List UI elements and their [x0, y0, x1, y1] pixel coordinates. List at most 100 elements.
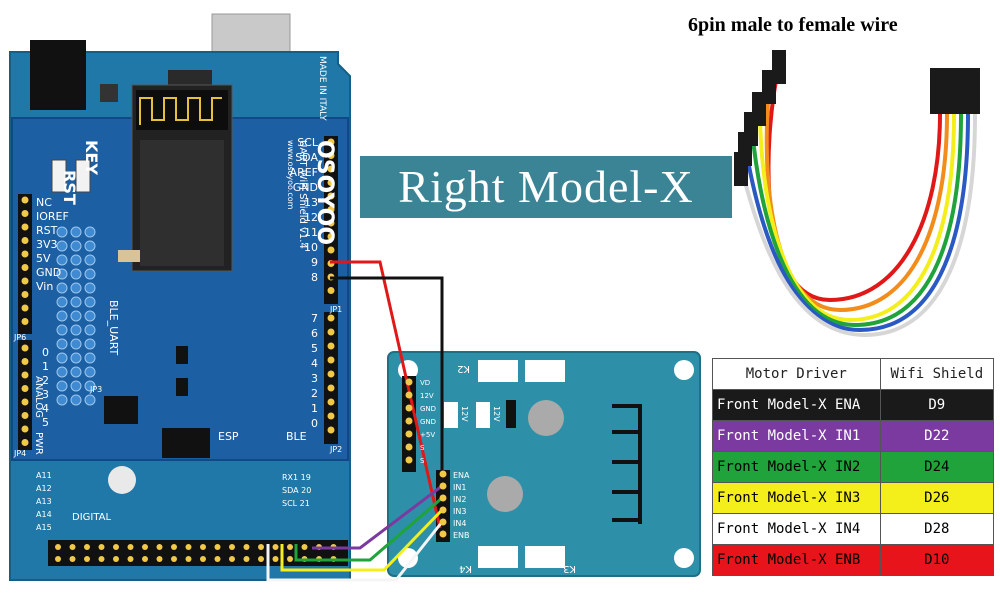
- digital-pin: [156, 544, 163, 550]
- header-pin: [21, 223, 29, 231]
- capacitor: [118, 250, 140, 262]
- analog-pin-label: 0: [42, 346, 49, 359]
- shield-pin-cell: D26: [879, 482, 995, 514]
- shield-pin-cell: D10: [879, 544, 995, 576]
- header-pin: [21, 237, 29, 244]
- header-pin: [327, 412, 335, 420]
- header-pin: [327, 152, 335, 159]
- right-pin-label: 3: [311, 372, 318, 385]
- jumper-label: 12V: [492, 406, 501, 422]
- grid-pin: [70, 254, 82, 266]
- digital-pin: [214, 556, 221, 562]
- left-pin-label: 5V: [36, 252, 51, 265]
- driver-signal-pin: [439, 506, 447, 514]
- right-pin-label: 8: [311, 271, 318, 284]
- grid-pin: [84, 254, 96, 266]
- wire-ena: [330, 276, 444, 472]
- header-label: JP1: [329, 305, 342, 314]
- header-pin: [327, 219, 335, 227]
- grid-pin: [84, 394, 96, 406]
- analog-pin-label: 2: [42, 374, 49, 387]
- grid-pin: [70, 282, 82, 294]
- digital-pin: [127, 544, 134, 550]
- driver-chip: [487, 476, 523, 512]
- heat-sink: [612, 404, 642, 524]
- female-connector: [930, 68, 980, 114]
- driver-signal-label: IN1: [453, 483, 466, 492]
- grid-pin: [56, 366, 68, 378]
- grid-pin: [70, 268, 82, 280]
- grid-pin: [84, 268, 96, 280]
- grid-pin: [70, 296, 82, 308]
- digital-pin: [171, 556, 177, 562]
- male-pins: [734, 50, 786, 186]
- digital-pin: [229, 544, 235, 550]
- driver-signal-pin: [439, 518, 447, 526]
- header-pin: [327, 356, 335, 364]
- header-pin: [21, 304, 29, 312]
- header-pin: [21, 250, 29, 258]
- grid-pin: [84, 352, 96, 364]
- transistor: [176, 378, 188, 396]
- digital-pin: [113, 556, 119, 562]
- wires: [266, 260, 444, 582]
- left-pin-label: RST: [36, 224, 58, 237]
- right-pin-label: 7: [311, 312, 318, 325]
- header-pin: [21, 318, 29, 325]
- header-pin: [327, 138, 335, 146]
- digital-pin: [214, 544, 221, 550]
- digital-pin: [243, 544, 250, 550]
- right-pin-label: GND: [293, 181, 318, 194]
- shield-pin-cell: D9: [879, 389, 995, 421]
- shield-pin-cell: D24: [879, 451, 995, 483]
- driver-power-label: +5V: [420, 431, 435, 439]
- grid-pin: [56, 268, 68, 280]
- right-pin-label: AREF: [290, 166, 318, 179]
- driver-pin-cell: Front Model-X ENA: [712, 389, 881, 421]
- grid-pin: [84, 226, 96, 238]
- digital-pin: [127, 556, 134, 562]
- header-pin: [21, 277, 29, 285]
- driver-pin-cell: Front Model-X IN3: [712, 482, 881, 514]
- digital-header: [48, 540, 348, 566]
- driver-power-pin: [405, 378, 413, 386]
- comm-pin-label: SCL 21: [282, 499, 310, 508]
- wire-enb: [330, 260, 442, 529]
- header-pin: [21, 425, 29, 433]
- analog-pin-label: 5: [42, 416, 49, 429]
- header-pin: [327, 246, 335, 254]
- shield-labels: RST KEY OSOYOO UART WiFi Shield v1.4 www…: [33, 56, 337, 523]
- key-button: [75, 159, 91, 193]
- driver-connector-labels: K1 K2 K3 K4 12V 12V: [457, 363, 576, 574]
- grid-pin: [84, 282, 96, 294]
- pwr-label: PWR: [33, 432, 44, 455]
- right-pin-label: SCL: [297, 136, 319, 149]
- driver-pin-cell: Front Model-X IN2: [712, 451, 881, 483]
- grid-pin: [70, 324, 82, 336]
- right-pin-label: 10: [304, 241, 318, 254]
- digital-pin: [200, 556, 206, 562]
- esp-antenna: [136, 90, 228, 130]
- driver-power-label: S: [420, 457, 425, 465]
- connector-k2: [478, 360, 518, 382]
- driver-power-pin: [405, 443, 413, 451]
- grid-pin: [70, 338, 82, 350]
- grid-pin: [84, 296, 96, 308]
- right-pin-label: 4: [311, 357, 318, 370]
- digital-pin: [287, 544, 293, 550]
- digital-pin: [69, 544, 76, 550]
- header-pin: [21, 291, 29, 298]
- grid-pin: [56, 282, 68, 294]
- bottom-pin-label: A12: [36, 484, 52, 493]
- antenna-trace: [139, 97, 222, 125]
- right-pin-label: 0: [311, 417, 318, 430]
- digital-pin: [113, 544, 119, 550]
- rst-button: [51, 159, 67, 193]
- right-pin-label: 6: [311, 327, 318, 340]
- grid-pin: [70, 240, 82, 252]
- right-pin-label: 12: [304, 211, 318, 224]
- driver-signal-pin: [439, 470, 447, 478]
- driver-signal-label: IN3: [453, 507, 466, 516]
- shield-pin-labels: NCIOREFRST3V35VGNDVinSCLSDAAREFGND131211…: [13, 136, 342, 532]
